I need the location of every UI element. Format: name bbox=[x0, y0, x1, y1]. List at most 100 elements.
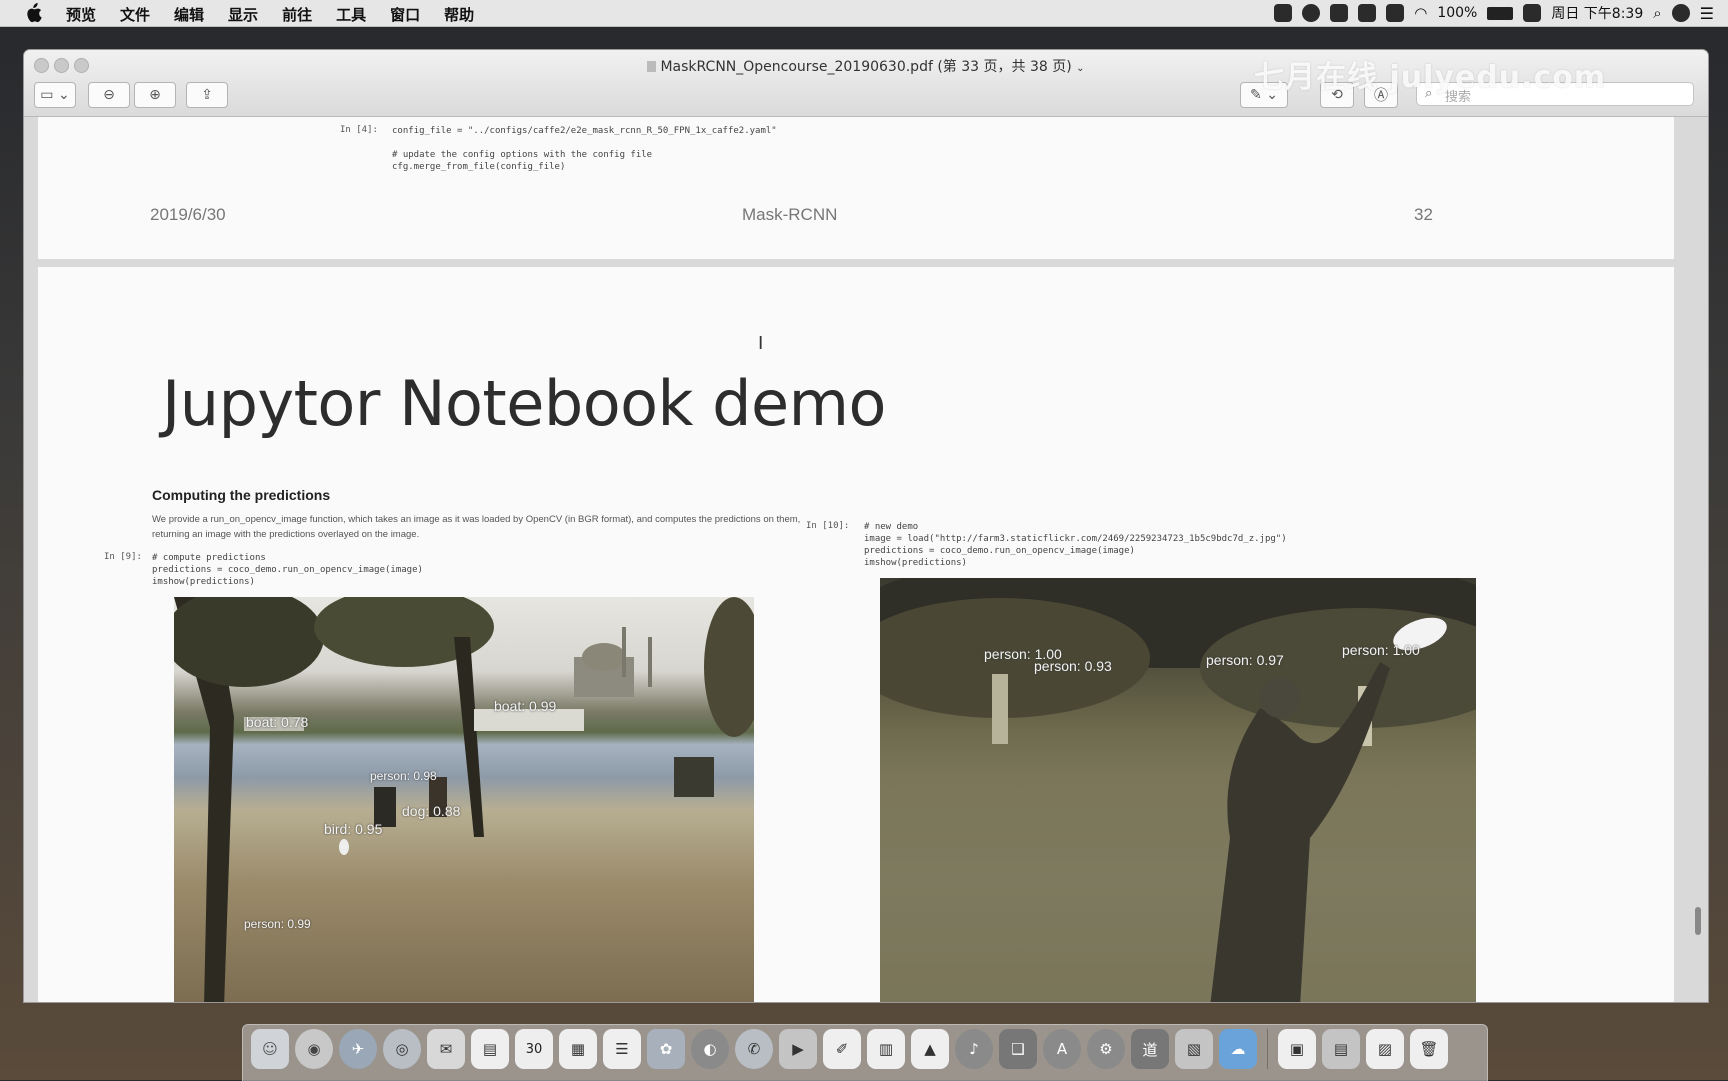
left-cell-prompt: In [9]: bbox=[104, 552, 142, 562]
detection-label: dog: 0.88 bbox=[402, 803, 461, 819]
music-icon[interactable]: ♪ bbox=[955, 1029, 993, 1069]
menu-tools[interactable]: 工具 bbox=[336, 6, 367, 24]
detection-label: person: 0.93 bbox=[1034, 658, 1112, 674]
menu-file[interactable]: 文件 bbox=[120, 6, 151, 24]
zoom-out-button[interactable]: ⊖ bbox=[88, 82, 130, 108]
messages-icon[interactable]: ✆ bbox=[735, 1029, 773, 1069]
markup-toolbar-button[interactable]: Ⓐ bbox=[1364, 82, 1398, 108]
pages-icon[interactable]: ✐ bbox=[823, 1029, 861, 1069]
menu-go[interactable]: 前往 bbox=[282, 6, 313, 24]
text-cursor-icon: I bbox=[758, 333, 764, 354]
cloud-app-icon[interactable]: ☁ bbox=[1219, 1029, 1257, 1069]
share-button[interactable]: ⇪ bbox=[186, 82, 228, 108]
watermark: 七月在线 julyedu.com bbox=[1254, 60, 1607, 95]
status-app-icon[interactable] bbox=[1274, 4, 1293, 22]
battery-icon[interactable] bbox=[1487, 6, 1514, 20]
photos-icon[interactable]: ✿ bbox=[647, 1029, 685, 1069]
menu-help[interactable]: 帮助 bbox=[444, 6, 475, 24]
zoom-in-icon: ⊕ bbox=[149, 87, 161, 103]
finder-icon[interactable]: ☺ bbox=[251, 1029, 289, 1069]
markup-icon: Ⓐ bbox=[1374, 88, 1388, 104]
siri-icon[interactable] bbox=[1671, 4, 1690, 22]
menu-view[interactable]: 显示 bbox=[228, 6, 259, 24]
pdf-page-33: I Jupytor Notebook demo Computing the pr… bbox=[38, 267, 1674, 1002]
system-preferences-icon[interactable]: ⚙ bbox=[1087, 1029, 1125, 1069]
beach-scene-drawing bbox=[174, 597, 754, 1002]
search-placeholder: 搜索 bbox=[1445, 90, 1472, 105]
right-code-cell: # new demo image = load("http://farm3.st… bbox=[864, 522, 1287, 568]
rotate-button[interactable]: ⟲ bbox=[1320, 82, 1354, 108]
notes-icon[interactable]: ▦ bbox=[559, 1029, 597, 1069]
pen-icon: ✎ ⌄ bbox=[1250, 87, 1278, 103]
footer-title: Mask-RCNN bbox=[742, 205, 838, 224]
calendar-day: 30 bbox=[525, 1041, 543, 1057]
detection-label: boat: 0.78 bbox=[246, 714, 309, 730]
siri-dock-icon[interactable]: ◉ bbox=[295, 1029, 333, 1069]
books-icon[interactable]: ❑ bbox=[999, 1029, 1037, 1069]
section-heading: Computing the predictions bbox=[152, 487, 331, 503]
window-title[interactable]: MaskRCNN_Opencourse_20190630.pdf (第 33 页… bbox=[24, 56, 1708, 76]
apple-logo-icon[interactable] bbox=[24, 3, 42, 23]
zoom-in-button[interactable]: ⊕ bbox=[134, 82, 176, 108]
menu-preview[interactable]: 预览 bbox=[66, 6, 97, 24]
minimize-window-button[interactable] bbox=[54, 58, 69, 73]
app-s-icon[interactable] bbox=[1523, 4, 1542, 22]
contacts-icon[interactable]: ▤ bbox=[471, 1029, 509, 1069]
share-icon: ⇪ bbox=[201, 87, 213, 103]
calendar-icon[interactable]: 30 bbox=[515, 1029, 553, 1069]
reminders-icon[interactable]: ☰ bbox=[603, 1029, 641, 1069]
status-app3-icon[interactable] bbox=[1330, 4, 1349, 22]
markup-pen-button[interactable]: ✎ ⌄ bbox=[1240, 82, 1288, 108]
close-window-button[interactable] bbox=[34, 58, 49, 73]
documents-folder-icon[interactable]: ▤ bbox=[1322, 1029, 1360, 1069]
app-store-icon[interactable]: A bbox=[1043, 1029, 1081, 1069]
right-cell-prompt: In [10]: bbox=[806, 521, 850, 531]
keynote-icon[interactable]: ▲ bbox=[911, 1029, 949, 1069]
vertical-scrollbar-thumb[interactable] bbox=[1695, 907, 1701, 935]
numbers-icon[interactable]: ▥ bbox=[867, 1029, 905, 1069]
detection-label: bird: 0.95 bbox=[324, 821, 383, 837]
mail-icon[interactable]: ✉ bbox=[427, 1029, 465, 1069]
document-area[interactable]: In [4]: config_file = "../configs/caffe2… bbox=[24, 117, 1708, 1002]
safari-icon[interactable]: ◎ bbox=[383, 1029, 421, 1069]
title-chevron-down-icon[interactable]: ⌄ bbox=[1076, 63, 1085, 74]
screenshot-folder-icon[interactable]: ▨ bbox=[1366, 1029, 1404, 1069]
left-code-cell: # compute predictions predictions = coco… bbox=[152, 553, 423, 587]
menu-edit[interactable]: 编辑 bbox=[174, 6, 205, 24]
battery-percent[interactable]: 100% bbox=[1437, 5, 1478, 21]
input-method-icon[interactable] bbox=[1386, 4, 1405, 22]
titlebar: MaskRCNN_Opencourse_20190630.pdf (第 33 页… bbox=[24, 50, 1708, 117]
downloads-folder-icon[interactable]: ▣ bbox=[1278, 1029, 1316, 1069]
zoom-out-icon: ⊖ bbox=[103, 87, 115, 103]
menu-window[interactable]: 窗口 bbox=[390, 6, 421, 24]
spotlight-search-icon[interactable]: ⌕ bbox=[1653, 4, 1662, 22]
search-icon: ⌕ bbox=[1425, 86, 1433, 101]
dock-separator bbox=[1267, 1029, 1268, 1069]
zoom-window-button[interactable] bbox=[74, 58, 89, 73]
preview-window: MaskRCNN_Opencourse_20190630.pdf (第 33 页… bbox=[24, 50, 1708, 1002]
footer-page-number: 32 bbox=[1414, 205, 1433, 224]
section-description: We provide a run_on_opencv_image functio… bbox=[152, 514, 801, 540]
detection-label: person: 0.97 bbox=[1206, 652, 1284, 668]
notification-center-icon[interactable]: ☰ bbox=[1699, 3, 1714, 23]
detection-label: boat: 0.99 bbox=[494, 698, 557, 714]
prediction-image-frisbee: person: 1.00 person: 0.93 person: 0.97 p… bbox=[880, 578, 1476, 1002]
detection-label: person: 1.00 bbox=[984, 646, 1062, 662]
preview-icon[interactable]: ▧ bbox=[1175, 1029, 1213, 1069]
clock[interactable]: 周日 下午8:39 bbox=[1551, 6, 1644, 22]
trash-icon[interactable]: 🗑 bbox=[1410, 1029, 1448, 1069]
footer-date: 2019/6/30 bbox=[150, 205, 226, 224]
detection-label: person: 0.99 bbox=[244, 917, 311, 931]
facetime-icon[interactable]: ▶ bbox=[779, 1029, 817, 1069]
status-app4-icon[interactable] bbox=[1358, 4, 1377, 22]
photo-booth-icon[interactable]: ◐ bbox=[691, 1029, 729, 1069]
launchpad-icon[interactable]: ✈ bbox=[339, 1029, 377, 1069]
search-input[interactable]: ⌕ 搜索 bbox=[1416, 82, 1694, 106]
sidebar-icon: ▭ ⌄ bbox=[40, 87, 70, 103]
status-app2-icon[interactable] bbox=[1302, 4, 1321, 22]
youdao-icon[interactable]: 道 bbox=[1131, 1029, 1169, 1069]
sidebar-toggle-button[interactable]: ▭ ⌄ bbox=[34, 82, 76, 108]
dock: ☺ ◉ ✈ ◎ ✉ ▤ 30 ▦ ☰ ✿ ◐ ✆ ▶ ✐ ▥ ▲ ♪ ❑ A ⚙… bbox=[242, 1024, 1488, 1081]
wifi-icon[interactable]: ◠ bbox=[1414, 4, 1428, 22]
rotate-icon: ⟲ bbox=[1331, 87, 1343, 103]
